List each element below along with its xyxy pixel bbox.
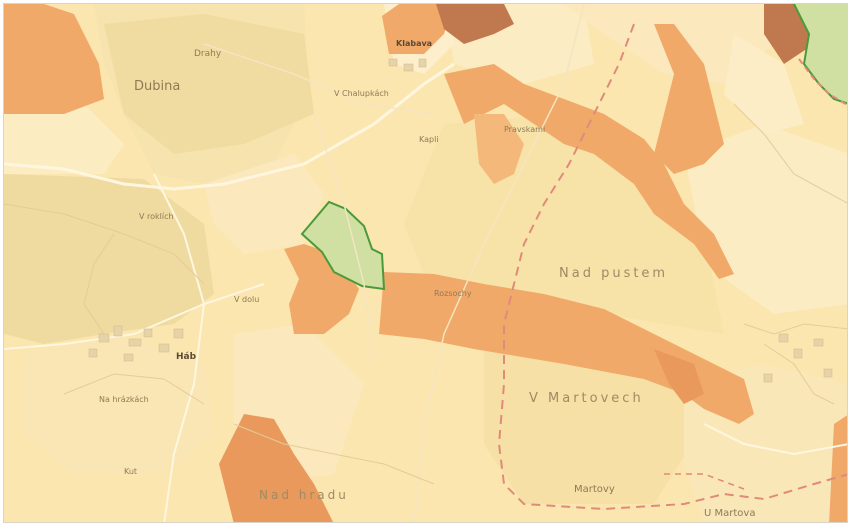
parcel-orange-band[interactable] xyxy=(379,272,754,424)
parcel-olive[interactable] xyxy=(4,174,214,344)
cadastral-boundary-dashed xyxy=(664,473,745,490)
parcel-green-topright-dash xyxy=(798,58,847,106)
cadastral-boundary-dashed xyxy=(497,23,847,511)
label-kut: Kut xyxy=(124,467,137,476)
parcel-orange-southeast[interactable] xyxy=(829,414,848,523)
parcel-pale[interactable] xyxy=(104,14,314,154)
road xyxy=(4,283,265,350)
label-klabava: Klabava xyxy=(396,39,432,48)
parcel-orange-klabava[interactable] xyxy=(382,4,454,54)
parcel-line xyxy=(63,373,205,405)
label-nad-hradu: Nad hradu xyxy=(259,488,349,502)
parcel-green-topright-outline xyxy=(793,4,847,105)
parcel-line xyxy=(233,423,435,485)
parcel-orange-topleft[interactable] xyxy=(4,4,104,114)
parcel-orange-south[interactable] xyxy=(219,414,334,523)
parcel-brown-klabava[interactable] xyxy=(436,4,514,44)
road xyxy=(413,4,585,522)
parcel-line xyxy=(743,323,847,335)
parcel-light[interactable] xyxy=(4,104,124,174)
label-rozsochy: Rozsochy xyxy=(434,289,472,298)
parcel-line xyxy=(83,233,115,335)
label-v-rokli: V roklích xyxy=(139,212,174,221)
parcel-light[interactable] xyxy=(24,334,214,474)
parcel-line xyxy=(4,203,205,285)
label-nad-pustem: Nad pustem xyxy=(559,266,668,281)
road xyxy=(313,113,375,365)
label-martovy: Martovy xyxy=(574,484,615,495)
label-pravskami: Pravskami xyxy=(504,125,545,134)
label-dubina: Dubina xyxy=(134,79,180,94)
label-kapli: Kapli xyxy=(419,135,439,144)
parcel-line xyxy=(733,103,847,204)
label-na-hrazkach: Na hrázkách xyxy=(99,395,149,404)
parcel-orange-north-2[interactable] xyxy=(474,114,524,184)
parcel-orange-band-tail[interactable] xyxy=(654,349,704,404)
parcel-orange-north[interactable] xyxy=(654,24,724,174)
parcel-light[interactable] xyxy=(204,154,324,254)
label-drahy: Drahy xyxy=(194,49,222,59)
label-hab: Háb xyxy=(176,352,197,362)
road xyxy=(203,43,435,115)
parcel-orange-corridor[interactable] xyxy=(444,64,734,279)
road xyxy=(4,62,455,191)
road xyxy=(153,173,206,522)
cadastral-map[interactable]: Dubina Drahy Klabava V Chalupkách Kapli … xyxy=(4,4,848,523)
map-view[interactable]: Dubina Drahy Klabava V Chalupkách Kapli … xyxy=(3,3,848,523)
village-buildings xyxy=(88,58,833,383)
parcel-line xyxy=(763,343,835,405)
label-u-martova: U Martova xyxy=(704,508,755,519)
label-v-martovech: V Martovech xyxy=(529,391,644,406)
road xyxy=(703,423,847,456)
label-v-chaloupkach: V Chalupkách xyxy=(334,89,389,98)
parcel-green-center[interactable] xyxy=(300,200,386,291)
label-v-dolu: V dolu xyxy=(234,295,259,304)
parcel-light[interactable] xyxy=(724,34,804,134)
